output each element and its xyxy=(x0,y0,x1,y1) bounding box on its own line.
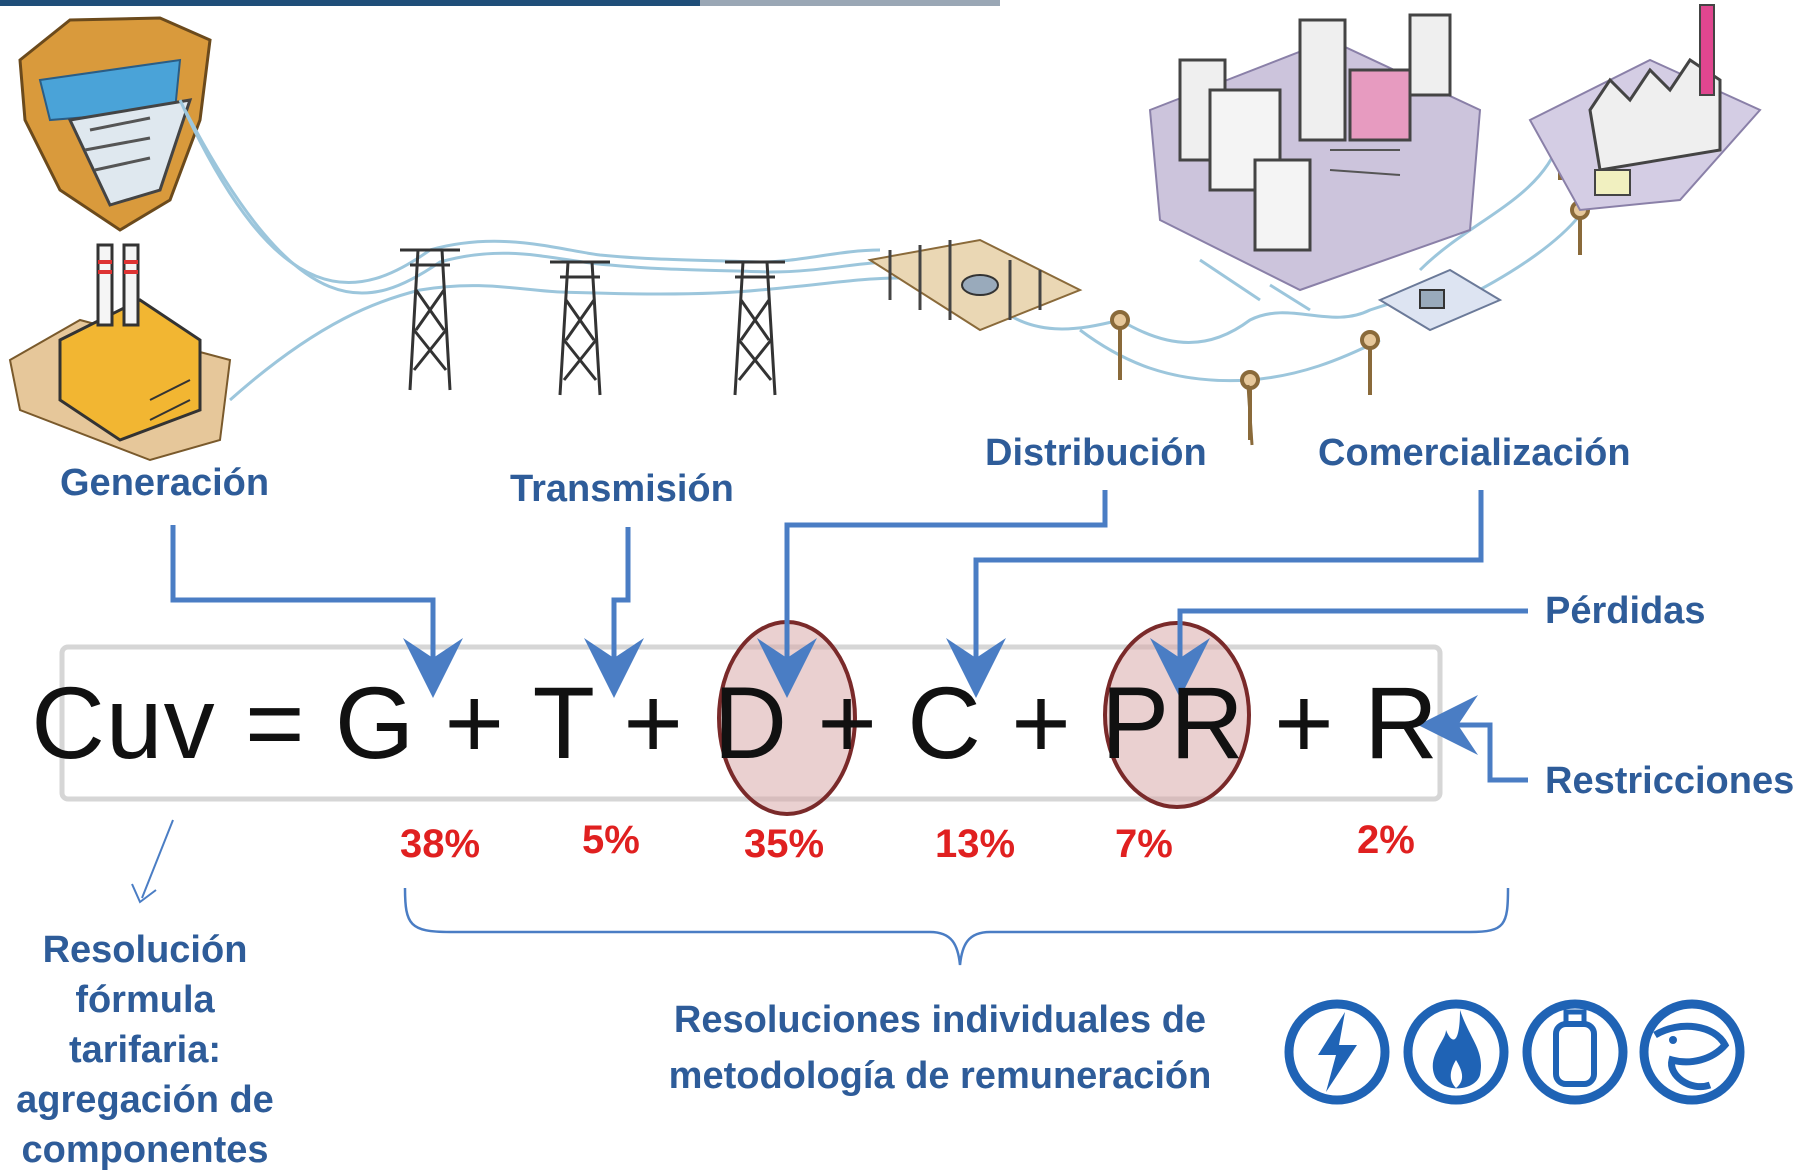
transmission-towers xyxy=(400,248,785,396)
sector-icons xyxy=(1284,999,1745,1105)
percent-R: 2% xyxy=(1357,818,1415,862)
note-left-line-1: Resolución xyxy=(42,929,248,971)
factory-illustration xyxy=(1528,4,1762,212)
diagram-canvas xyxy=(0,0,1762,1105)
substation-illustration xyxy=(867,238,1083,332)
header-bar xyxy=(0,0,700,6)
highlight-PR xyxy=(1103,621,1251,809)
label-transmision: Transmisión xyxy=(510,468,734,510)
note-center-line-1: Resoluciones individuales de xyxy=(673,999,1207,1041)
gas-nozzle-icon xyxy=(1639,999,1745,1105)
thermal-plant-illustration xyxy=(8,243,232,462)
arrow-perdidas xyxy=(1150,608,1528,698)
note-formula-resolution: Resolución fórmula tarifaria: agregación… xyxy=(0,925,290,1175)
note-left-line-3: agregación de xyxy=(16,1079,274,1121)
local-substation xyxy=(1377,268,1503,332)
note-center-line-2: metodología de remuneración xyxy=(668,1055,1212,1097)
label-restricciones: Restricciones xyxy=(1545,760,1795,802)
note-individual-resolutions: Resoluciones individuales de metodología… xyxy=(630,995,1250,1101)
label-distribucion: Distribución xyxy=(985,432,1207,474)
percent-C: 13% xyxy=(935,822,1016,866)
label-perdidas: Pérdidas xyxy=(1545,590,1706,632)
arrow-restricciones xyxy=(1418,695,1528,783)
hydro-dam-illustration xyxy=(18,16,212,232)
curly-brace xyxy=(403,887,1510,966)
arrow-left-note xyxy=(141,819,174,899)
arrow-generacion xyxy=(170,525,463,698)
percent-T: 5% xyxy=(582,818,640,862)
note-left-line-2: fórmula tarifaria: xyxy=(68,979,222,1071)
percent-D: 35% xyxy=(744,822,825,866)
gas-cylinder-icon xyxy=(1522,999,1628,1105)
distribution-pole-center xyxy=(1246,384,1254,446)
note-left-line-4: componentes xyxy=(21,1129,269,1171)
connector-arrows xyxy=(170,490,1528,783)
arrow-transmision xyxy=(584,527,644,698)
label-generacion: Generación xyxy=(60,462,270,504)
arrow-distribucion xyxy=(757,490,1108,698)
lightning-icon xyxy=(1284,999,1390,1105)
formula-text: Cuv = G + T + D + C + PR + R xyxy=(31,666,1439,780)
percent-G: 38% xyxy=(400,822,481,866)
label-comercializacion: Comercialización xyxy=(1318,432,1631,474)
arrow-comercializacion xyxy=(946,490,1484,698)
flame-icon xyxy=(1403,999,1509,1105)
percent-PR: 7% xyxy=(1115,822,1173,866)
city-illustration xyxy=(1148,13,1482,312)
